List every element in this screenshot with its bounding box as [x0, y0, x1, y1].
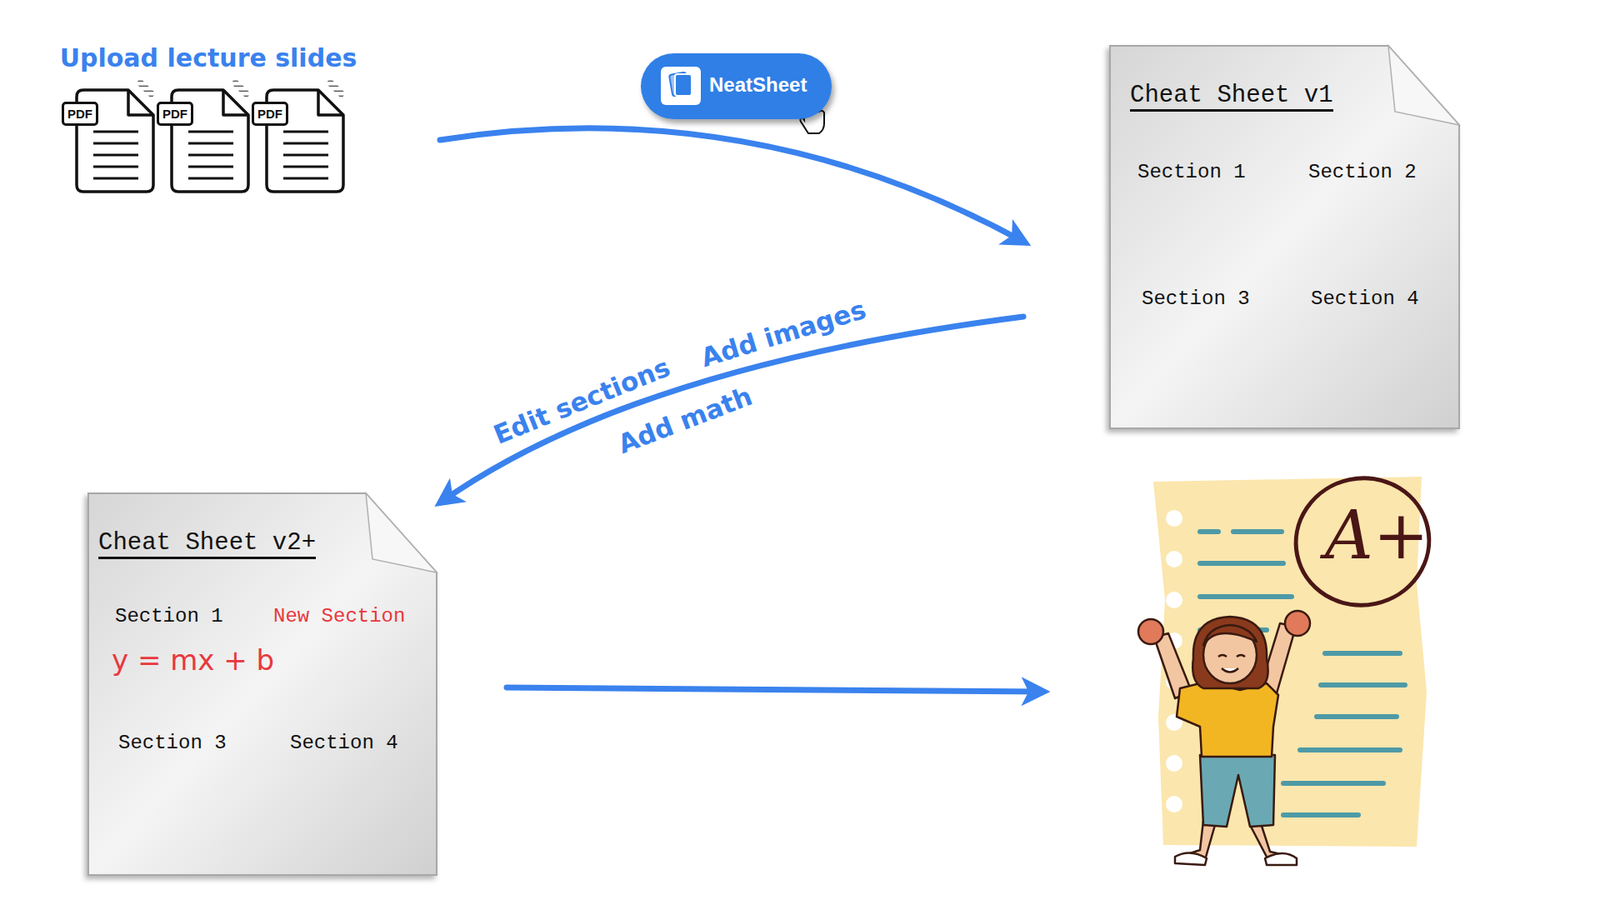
flow-arrow	[440, 128, 1024, 242]
app-logo	[660, 66, 701, 105]
neatsheet-button: NeatSheet	[640, 53, 832, 120]
student-illustration	[1138, 465, 1441, 865]
step-label: Upload lecture slides	[60, 43, 358, 73]
pdf-tag: PDF	[156, 101, 194, 126]
pdf-tag: PDF	[251, 101, 289, 126]
section-heading: Section 3	[118, 731, 227, 755]
grade-mark: A+	[1325, 496, 1430, 575]
section-heading: Section 1	[115, 605, 224, 628]
pdf-file: PDF	[266, 90, 344, 192]
section-heading: Section 4	[290, 731, 399, 755]
cheat-sheet-doc: Cheat Sheet v2+ Section 1 New Section y = m…	[88, 493, 437, 875]
section-heading: Section 2	[1308, 160, 1417, 184]
button-label: NeatSheet	[709, 73, 807, 97]
sheet-title: Cheat Sheet v1	[1130, 82, 1334, 112]
grade-illustration: A+	[1116, 466, 1434, 875]
pdf-icons	[76, 78, 346, 192]
section-heading: Section 1	[1137, 160, 1246, 184]
pdf-file: PDF	[76, 90, 154, 192]
slides-group: Upload lecture slidesPDFPDFPDF	[50, 40, 367, 199]
pdf-tag: PDF	[61, 101, 99, 126]
section-heading: Section 3	[1141, 287, 1250, 310]
pdf-file: PDF	[171, 90, 249, 192]
logo-glyph	[660, 66, 701, 105]
section-heading: Section 4	[1310, 287, 1420, 310]
sheet-title: Cheat Sheet v2+	[98, 530, 316, 560]
math-formula: y = mx + b	[111, 643, 275, 677]
new-section-heading: New Section	[273, 605, 405, 628]
cheat-sheet-doc: Cheat Sheet v1 Section 1 Section 2 Section …	[1110, 45, 1460, 429]
flow-arrow	[506, 687, 1042, 692]
